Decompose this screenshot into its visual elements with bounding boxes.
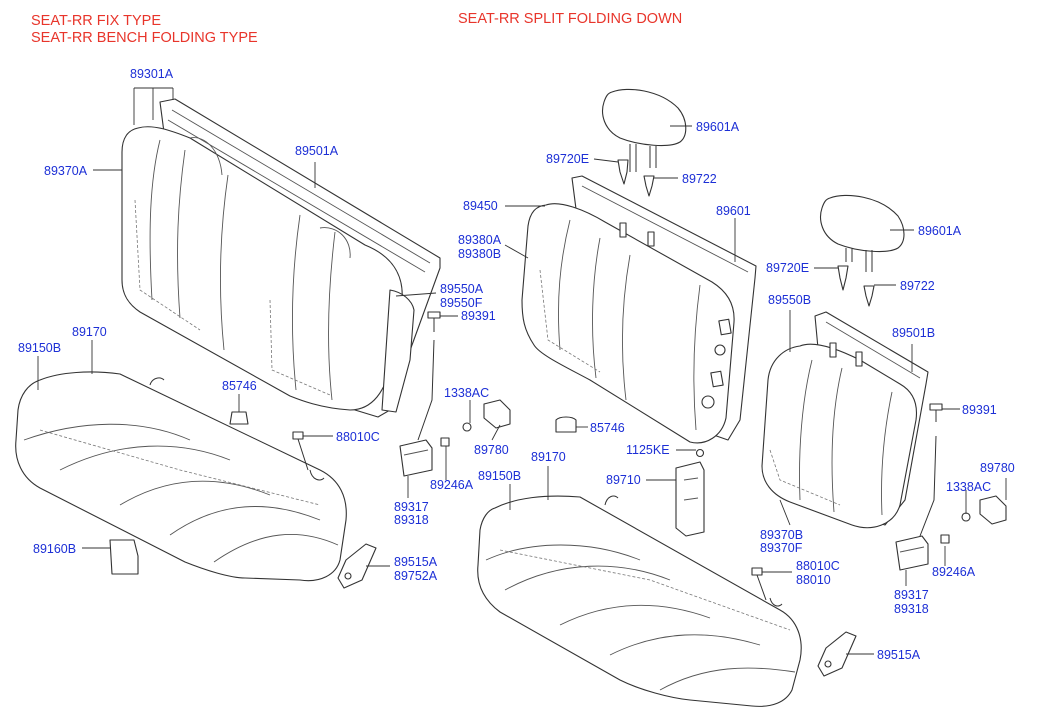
label-89318-left: 89318 xyxy=(394,513,429,527)
label-89170-left: 89170 xyxy=(72,325,107,339)
title-bench-folding-type: SEAT-RR BENCH FOLDING TYPE xyxy=(31,30,258,46)
label-89710: 89710 xyxy=(606,473,641,487)
label-89501A: 89501A xyxy=(295,144,339,158)
label-89780-right: 89780 xyxy=(980,461,1015,475)
label-89752A: 89752A xyxy=(394,569,438,583)
label-89550B: 89550B xyxy=(768,293,811,307)
label-89720E-right: 89720E xyxy=(766,261,809,275)
label-89170-right: 89170 xyxy=(531,450,566,464)
split-seatback-large-drawing xyxy=(521,175,757,444)
label-89720E-top: 89720E xyxy=(546,152,589,166)
headrest-drawings xyxy=(602,88,905,272)
title-fix-type: SEAT-RR FIX TYPE xyxy=(31,13,161,29)
label-89515A-left: 89515A xyxy=(394,555,438,569)
label-89391-left: 89391 xyxy=(461,309,496,323)
label-89722-right: 89722 xyxy=(900,279,935,293)
label-88010: 88010 xyxy=(796,573,831,587)
label-89301A: 89301A xyxy=(130,67,174,81)
label-89722-top: 89722 xyxy=(682,172,717,186)
small-parts-drawing xyxy=(109,159,1007,677)
label-89601A-top: 89601A xyxy=(696,120,740,134)
label-85746-right: 85746 xyxy=(590,421,625,435)
part-labels: 89301A 89370A 89501A 89550A 89550F 89391… xyxy=(18,67,1015,662)
label-89370A: 89370A xyxy=(44,164,88,178)
label-89550A: 89550A xyxy=(440,282,484,296)
label-85746-left: 85746 xyxy=(222,379,257,393)
label-89380A: 89380A xyxy=(458,233,502,247)
label-89246A-left: 89246A xyxy=(430,478,474,492)
label-89391-right: 89391 xyxy=(962,403,997,417)
label-88010C-left: 88010C xyxy=(336,430,380,444)
leader-lines xyxy=(37,87,1007,655)
split-seatback-small-drawing xyxy=(761,311,929,529)
label-89550F: 89550F xyxy=(440,296,483,310)
label-89370B: 89370B xyxy=(760,528,803,542)
label-89318-right: 89318 xyxy=(894,602,929,616)
bench-seatback-drawing xyxy=(121,98,441,418)
label-89150B-left: 89150B xyxy=(18,341,61,355)
split-cushion-drawing xyxy=(477,495,802,707)
label-1338AC-left: 1338AC xyxy=(444,386,489,400)
label-1125KE: 1125KE xyxy=(626,443,670,457)
label-89601A-right: 89601A xyxy=(918,224,962,238)
label-1338AC-right: 1338AC xyxy=(946,480,991,494)
label-89780-left: 89780 xyxy=(474,443,509,457)
label-89380B: 89380B xyxy=(458,247,501,261)
label-89150B-right: 89150B xyxy=(478,469,521,483)
label-89317-left: 89317 xyxy=(394,500,429,514)
title-split-folding-down: SEAT-RR SPLIT FOLDING DOWN xyxy=(458,11,683,27)
bench-cushion-drawing xyxy=(15,371,347,582)
label-89370F: 89370F xyxy=(760,541,803,555)
label-89515A-right: 89515A xyxy=(877,648,921,662)
label-89601: 89601 xyxy=(716,204,751,218)
label-89501B: 89501B xyxy=(892,326,935,340)
label-89450: 89450 xyxy=(463,199,498,213)
label-88010C-right: 88010C xyxy=(796,559,840,573)
label-89317-right: 89317 xyxy=(894,588,929,602)
label-89160B: 89160B xyxy=(33,542,76,556)
label-89246A-right: 89246A xyxy=(932,565,976,579)
